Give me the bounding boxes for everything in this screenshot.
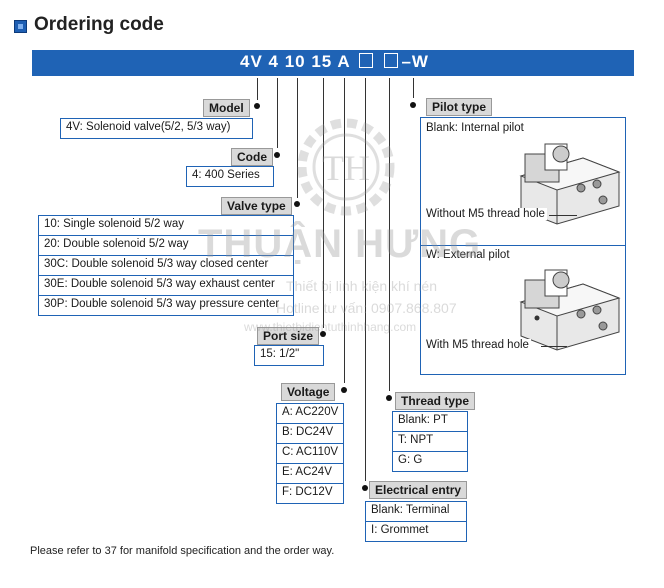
thread-item: Blank: PT [393, 412, 467, 432]
code-banner [32, 50, 634, 76]
pilot-with-m5: With M5 thread hole [424, 339, 531, 351]
pilot-connector [413, 78, 414, 98]
thread-connector [389, 78, 390, 391]
page-title: Ordering code [34, 14, 164, 35]
title-icon [14, 20, 27, 33]
valvetype-item: 10: Single solenoid 5/2 way [39, 216, 293, 236]
footer-note: Please refer to 37 for manifold specific… [30, 545, 335, 557]
thread-label: Thread type [395, 392, 476, 410]
watermark-gear-icon: TH [297, 118, 395, 216]
electrical-connector [365, 78, 366, 481]
thread-box: Blank: PT T: NPT G: G [392, 411, 468, 472]
series-value: 4: 400 Series [192, 169, 260, 181]
valvetype-label: Valve type [221, 197, 292, 215]
series-box: 4: 400 Series [186, 166, 274, 187]
valvetype-item: 20: Double solenoid 5/2 way [39, 236, 293, 256]
voltage-item: F: DC12V [282, 486, 333, 498]
voltage-dot [341, 387, 347, 393]
code-part1: 4V 4 10 15 A [240, 52, 350, 71]
watermark-line1: Thiết bị linh kiện khí nén [286, 278, 437, 294]
voltage-item: C: AC110V [277, 444, 343, 464]
svg-text:TH: TH [322, 148, 370, 188]
code-box-1 [358, 53, 373, 68]
valve-external-pilot-icon [519, 269, 621, 351]
model-value: 4V: Solenoid valve(5/2, 5/3 way) [66, 121, 231, 133]
portsize-value: 15: 1/2" [260, 348, 300, 360]
voltage-item: B: DC24V [277, 424, 343, 444]
voltage-item: A: AC220V [277, 404, 343, 424]
voltage-label: Voltage [281, 383, 336, 401]
code-dot [274, 152, 280, 158]
ordering-code: 4V 4 10 15 A –W [240, 52, 429, 72]
pilot-without-m5: Without M5 thread hole [424, 208, 547, 220]
electrical-label: Electrical entry [369, 481, 468, 499]
watermark-line3: www.thietbidientuthinhhang.com [244, 320, 417, 334]
code-box-2 [384, 53, 399, 68]
valvetype-connector [297, 78, 298, 198]
pilot-label: Pilot type [426, 98, 493, 116]
pilot-box: Blank: Internal pilot Without M5 thread … [420, 117, 626, 375]
with-m5-pointer [541, 346, 567, 347]
electrical-box: Blank: Terminal I: Grommet [365, 501, 467, 542]
valvetype-box: 10: Single solenoid 5/2 way 20: Double s… [38, 215, 294, 316]
thread-dot [386, 395, 392, 401]
thread-item: G: G [398, 454, 423, 466]
pilot-divider [421, 245, 625, 246]
model-label: Model [203, 99, 250, 117]
valvetype-item: 30P: Double solenoid 5/3 way pressure ce… [44, 298, 280, 310]
valvetype-item: 30C: Double solenoid 5/3 way closed cent… [39, 256, 293, 276]
electrical-item: Blank: Terminal [366, 502, 466, 522]
model-box: 4V: Solenoid valve(5/2, 5/3 way) [60, 118, 253, 139]
model-connector [257, 78, 258, 100]
watermark-brand: THUẬN HƯNG [198, 222, 482, 266]
code-connector [277, 78, 278, 148]
pilot-internal: Blank: Internal pilot [424, 122, 526, 134]
watermark-line2: Hotline tư vấn: 0907.868.807 [276, 300, 457, 316]
model-dot [254, 103, 260, 109]
voltage-item: E: AC24V [277, 464, 343, 484]
valvetype-item: 30E: Double solenoid 5/3 way exhaust cen… [39, 276, 293, 296]
portsize-box: 15: 1/2" [254, 345, 324, 366]
pilot-dot [410, 102, 416, 108]
pilot-external: W: External pilot [424, 249, 512, 261]
portsize-label: Port size [257, 327, 320, 345]
valve-internal-pilot-icon [519, 143, 621, 225]
voltage-box: A: AC220V B: DC24V C: AC110V E: AC24V F:… [276, 403, 344, 504]
code-part2: –W [401, 52, 429, 71]
voltage-connector [344, 78, 345, 383]
electrical-dot [362, 485, 368, 491]
valvetype-dot [294, 201, 300, 207]
port-dot [320, 331, 326, 337]
electrical-item: I: Grommet [371, 524, 429, 536]
without-m5-pointer [549, 215, 577, 216]
thread-item: T: NPT [393, 432, 467, 452]
port-connector [323, 78, 324, 328]
series-label: Code [231, 148, 273, 166]
